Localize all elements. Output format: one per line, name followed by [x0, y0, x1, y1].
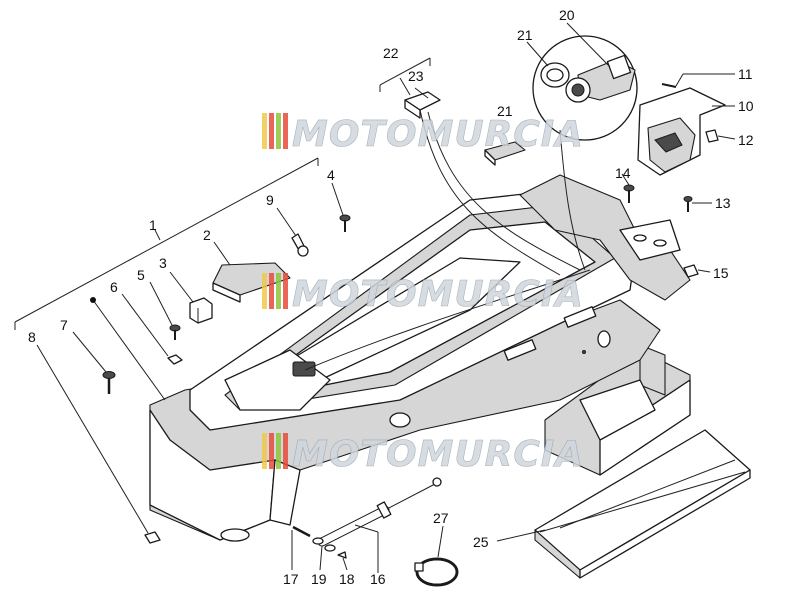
callout-25: 25: [473, 534, 489, 550]
reference-dot: [90, 297, 96, 303]
callout-21-plug: 21: [497, 103, 513, 119]
callout-20: 20: [559, 7, 575, 23]
lid-part-10: [637, 87, 726, 176]
clip-part-8: [144, 531, 161, 544]
cable-bracket-part-23: [404, 91, 441, 119]
screw-part-13: [683, 196, 693, 212]
callout-14: 14: [615, 165, 631, 181]
hose-clamp-part: [414, 557, 459, 587]
callout-15: 15: [713, 265, 729, 281]
floor-mat-part: [534, 429, 751, 579]
watermark-text-bottom: MOTOMURCIA: [292, 434, 584, 475]
callout-8: 8: [28, 329, 36, 345]
callout-23: 23: [408, 68, 424, 84]
callout-27: 27: [433, 510, 449, 526]
bracket-part-2: [212, 262, 291, 303]
watermark-top: MOTOMURCIA: [262, 113, 584, 155]
callout-18: 18: [339, 571, 355, 587]
helmet-compartment-body: [149, 174, 691, 542]
leader-lines: [14, 22, 736, 573]
clip-part-6: [167, 354, 183, 365]
strut-clip-18: [337, 551, 347, 559]
gas-strut-part: [317, 477, 442, 547]
watermark-text-top: MOTOMURCIA: [292, 114, 584, 155]
strut-washer-19: [312, 537, 336, 552]
callout-4: 4: [327, 167, 335, 183]
callout-19: 19: [311, 571, 327, 587]
screw-part-11: [661, 83, 677, 88]
callout-2: 2: [203, 227, 211, 243]
rubber-block-part-3: [189, 297, 213, 324]
clip-part-15: [683, 264, 699, 278]
callout-9: 9: [266, 192, 274, 208]
callout-16: 16: [370, 571, 386, 587]
plug-part-21: [484, 141, 526, 166]
callout-5: 5: [137, 267, 145, 283]
callout-6: 6: [110, 279, 118, 295]
cable-clip-part-9: [291, 233, 309, 257]
power-socket-assembly: [532, 35, 638, 141]
callout-11: 11: [738, 66, 753, 82]
callout-1: 1: [149, 217, 157, 233]
clip-part-12: [705, 129, 719, 143]
callout-21-socket: 21: [517, 27, 533, 43]
screw-part-5: [169, 324, 181, 340]
strut-pin-17: [292, 525, 311, 538]
callout-3: 3: [159, 255, 167, 271]
screw-part-4: [339, 214, 351, 232]
screw-part-7: [102, 371, 116, 394]
callout-22: 22: [383, 45, 399, 61]
watermark-text-middle: MOTOMURCIA: [292, 274, 584, 315]
callout-13: 13: [715, 195, 731, 211]
rear-support-frame: [544, 344, 691, 476]
callout-labels: 1 2 3 4 5 6 7 8 9 10 11 12 13 14 15 16 1…: [28, 7, 754, 587]
callout-10: 10: [738, 98, 754, 114]
callout-12: 12: [738, 132, 754, 148]
callout-7: 7: [60, 317, 68, 333]
watermark-bottom: MOTOMURCIA: [262, 433, 584, 475]
callout-17: 17: [283, 571, 299, 587]
wiring-harness: [304, 109, 591, 371]
watermark-middle: MOTOMURCIA: [262, 273, 584, 315]
screw-part-14: [623, 184, 635, 203]
